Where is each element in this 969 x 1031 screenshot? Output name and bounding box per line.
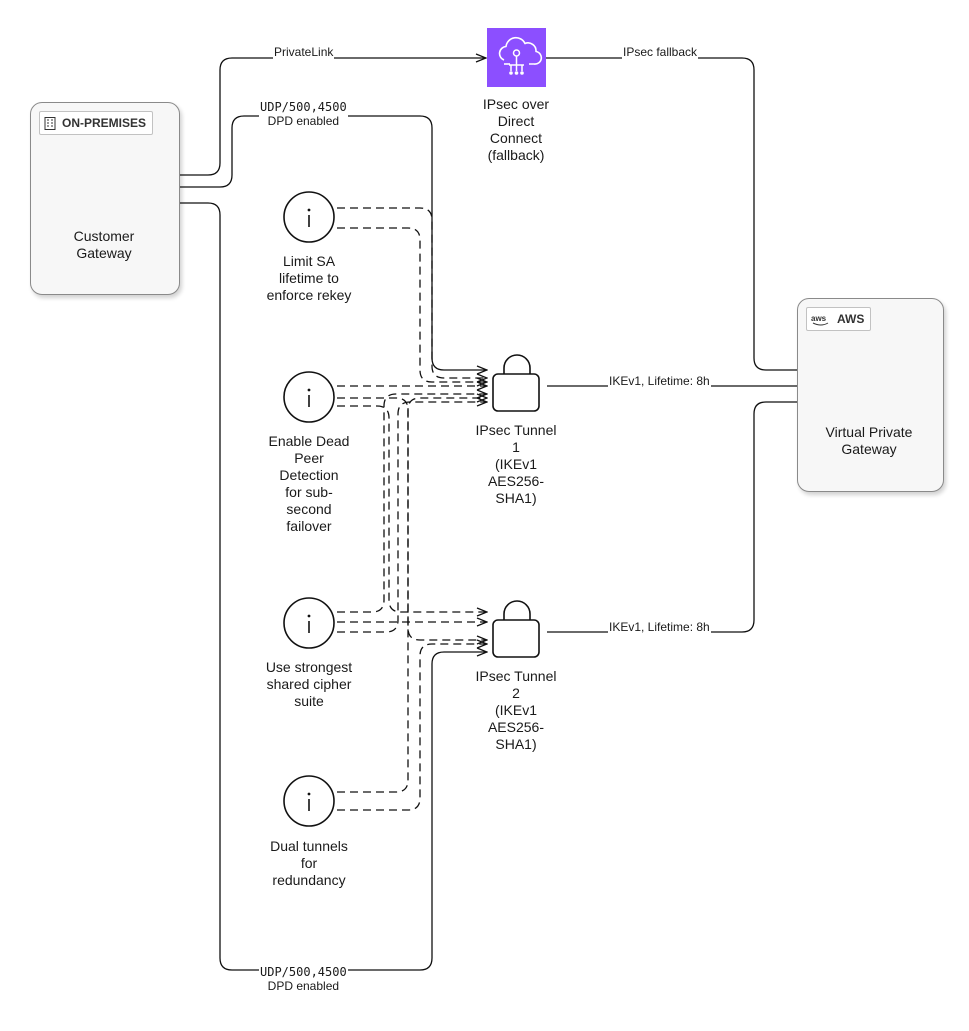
on-premises-label: ON-PREMISES (62, 116, 147, 130)
padlock-icon-tunnel1 (492, 354, 540, 412)
edge-ipsec-fallback (546, 57, 838, 370)
edge-label-privatelink: PrivateLink (273, 45, 335, 59)
edge-label-ikev1-t2: IKEv1, Lifetime: 8h (608, 620, 711, 634)
padlock-icon-tunnel2 (492, 600, 540, 658)
edge-note-sa-t1a (337, 207, 487, 378)
edge-note-dual-t1 (337, 398, 487, 793)
on-premises-group: ON-PREMISES (30, 102, 180, 295)
info-icon-cipher (283, 597, 335, 649)
edge-note-sa-t1b (337, 227, 487, 382)
info-icon-dual (283, 775, 335, 827)
info-icon-dpd (283, 371, 335, 423)
edge-privatelink (132, 58, 486, 176)
info-icon-sa (283, 191, 335, 243)
edge-note-dual-t2 (337, 644, 487, 811)
edge-label-ipsec-fallback: IPsec fallback (622, 45, 699, 59)
aws-logo-icon: aws (811, 314, 829, 325)
aws-label: AWS (837, 312, 865, 326)
cloud-network-icon (487, 28, 546, 87)
aws-group: aws AWS (797, 298, 944, 492)
edge-note-cipher-t1a (337, 394, 487, 613)
aws-tag: aws AWS (806, 307, 872, 331)
edge-cgw-tunnel1 (132, 115, 487, 370)
on-premises-tag: ON-PREMISES (39, 111, 154, 135)
edge-tunnel2-vpg (547, 402, 838, 633)
building-icon (44, 116, 56, 130)
edge-note-cipher-t1b (337, 402, 487, 633)
svg-text:aws: aws (811, 314, 827, 323)
edge-note-dpd-t1b (337, 405, 487, 612)
edge-label-ikev1-t1: IKEv1, Lifetime: 8h (608, 374, 711, 388)
